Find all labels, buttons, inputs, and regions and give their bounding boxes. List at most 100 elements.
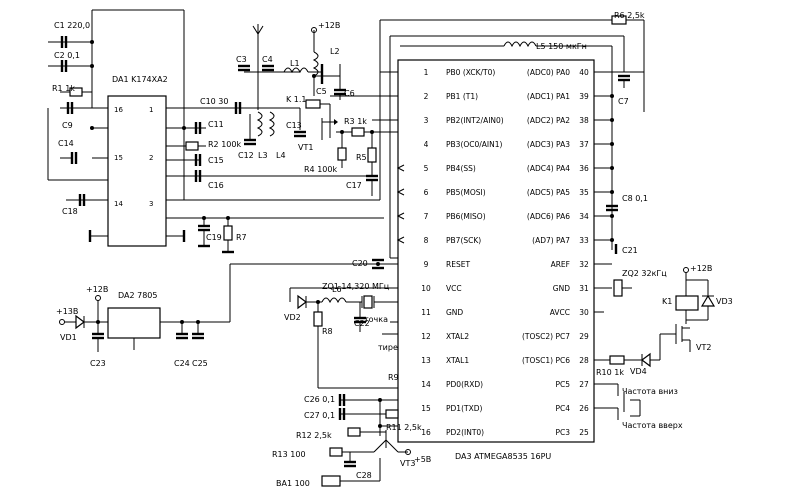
mcu-pin-num-38: 38	[579, 116, 589, 125]
label-l4: L4	[276, 151, 286, 160]
da1-wiring	[47, 9, 384, 237]
label-point: точка	[364, 315, 388, 324]
label-vd3: VD3	[716, 297, 733, 306]
mcu-pin-num-34: 34	[579, 212, 589, 221]
da1-pin-2: 2	[149, 154, 153, 162]
mcu-pin-name-16: PD2(INT0)	[446, 428, 484, 437]
da2-label: DA2 7805	[118, 291, 157, 300]
label-c8: C8 0,1	[622, 194, 648, 203]
mcu-pin-name-11: GND	[446, 308, 463, 317]
label-r12: R12 2,5k	[296, 431, 332, 440]
label-r3: R3 1k	[344, 117, 367, 126]
label-zq2: ZQ2 32кГц	[622, 269, 667, 278]
label-freq-up: Частота вверх	[622, 421, 683, 430]
mcu-pin-name-1: PB0 (XCK/T0)	[446, 68, 495, 77]
mcu-pin-name-8: PB7(SCK)	[446, 236, 481, 245]
mcu-pin-name-32: AREF	[551, 260, 570, 269]
label-c26: C26 0,1	[304, 395, 335, 404]
inductor-l5	[503, 41, 537, 48]
da1-pin-15: 15	[114, 154, 123, 162]
mcu-pin-num-14: 14	[421, 380, 431, 389]
label-ba1: BA1 100	[276, 479, 310, 488]
label-r7: R7	[236, 233, 247, 242]
mcu-pin-num-15: 15	[421, 404, 431, 413]
mcu-pin-name-12: XTAL2	[446, 332, 469, 341]
label-k1: K1	[662, 297, 672, 306]
crystal-zq1	[363, 295, 373, 309]
label-c1: C1 220,0	[54, 21, 90, 30]
mcu-pin-num-1: 1	[424, 68, 429, 77]
label-dash: тире	[378, 343, 398, 352]
label-c14: C14	[58, 139, 74, 148]
mcu-pin-name-36: (ADC4) PA4	[527, 164, 570, 173]
mcu-pin-num-26: 26	[579, 404, 589, 413]
inductor-l2	[312, 51, 319, 77]
da1-pin-16: 16	[114, 106, 123, 114]
mcu-pin-num-13: 13	[421, 356, 431, 365]
right-side-network	[594, 267, 716, 420]
mcu-pin-num-27: 27	[579, 380, 589, 389]
mcu-left-stubs	[229, 71, 405, 322]
mcu-pin-num-30: 30	[579, 308, 589, 317]
mcu-pin-name-9: RESET	[446, 260, 470, 269]
mcu-pin-name-35: (ADC5) PA5	[527, 188, 570, 197]
label-c13: C13	[286, 121, 302, 130]
mcu-pin-num-31: 31	[579, 284, 589, 293]
label-c23: C23	[90, 359, 106, 368]
label-plus5: +5В	[414, 455, 431, 464]
label-l1: L1	[290, 59, 300, 68]
label-c21: C21	[622, 246, 638, 255]
label-c3: C3	[236, 55, 247, 64]
label-c15: C15	[208, 156, 224, 165]
label-r8: R8	[322, 327, 333, 336]
mcu-pin-num-37: 37	[579, 140, 589, 149]
mcu-label: DA3 ATMEGA8535 16PU	[455, 452, 551, 461]
mcu-pin-name-29: (TOSC2) PC7	[522, 332, 570, 341]
mcu-pin-num-40: 40	[579, 68, 589, 77]
label-vd1: VD1	[60, 333, 77, 342]
label-plus12-top: +12B	[318, 21, 340, 30]
label-c22: C22	[354, 319, 370, 328]
mcu-pin-num-39: 39	[579, 92, 589, 101]
mcu-pin-num-35: 35	[579, 188, 589, 197]
label-c28: C28	[356, 471, 372, 480]
mcu-pin-num-25: 25	[579, 428, 589, 437]
mcu-pin-name-4: PB3(OC0/AIN1)	[446, 140, 503, 149]
label-plus13: +13В	[56, 307, 78, 316]
mcu-pin-num-11: 11	[421, 308, 431, 317]
da1-pin-3: 3	[149, 200, 153, 208]
da1-pin-14: 14	[114, 200, 123, 208]
label-r5: R5	[356, 153, 367, 162]
label-l2: L2	[330, 47, 340, 56]
label-c11: C11	[208, 120, 224, 129]
mcu-pin-name-13: XTAL1	[446, 356, 469, 365]
rf-front-end	[230, 24, 398, 196]
label-r2: R2 100k	[208, 140, 241, 149]
label-zq1: ZQ1 14,320 МГц	[322, 282, 390, 291]
label-vt3: VT3	[400, 459, 415, 468]
mcu-pin-num-12: 12	[421, 332, 431, 341]
mcu-pin-num-32: 32	[579, 260, 589, 269]
mcu-pin-name-5: PB4(SS)	[446, 164, 476, 173]
mcu-pin-name-34: (ADC6) PA6	[527, 212, 570, 221]
mcu-pin-num-7: 7	[424, 212, 429, 221]
mcu-pin-num-36: 36	[579, 164, 589, 173]
mcu-pin-num-3: 3	[424, 116, 429, 125]
label-r9: R9	[388, 373, 399, 382]
label-c17: C17	[346, 181, 362, 190]
mcu-pin-name-33: (AD7) PA7	[532, 236, 570, 245]
mcu-pin-name-3: PB2(INT2/AIN0)	[446, 116, 504, 125]
mcu-pin-num-8: 8	[424, 236, 429, 245]
label-l5: L5 150 мкГн	[536, 42, 587, 51]
buzzer-ba1	[321, 475, 341, 487]
mcu-pin-num-10: 10	[421, 284, 431, 293]
da1-pin-1: 1	[149, 106, 153, 114]
label-plus12-right: +12В	[690, 264, 712, 273]
component-labels: C1 220,0 C2 0,1 R1 1k C9 C14 C18 C10 30 …	[52, 11, 733, 488]
mcu-pin-name-27: PC5	[555, 380, 570, 389]
label-c7: C7	[618, 97, 629, 106]
label-c27: C27 0,1	[304, 411, 335, 420]
